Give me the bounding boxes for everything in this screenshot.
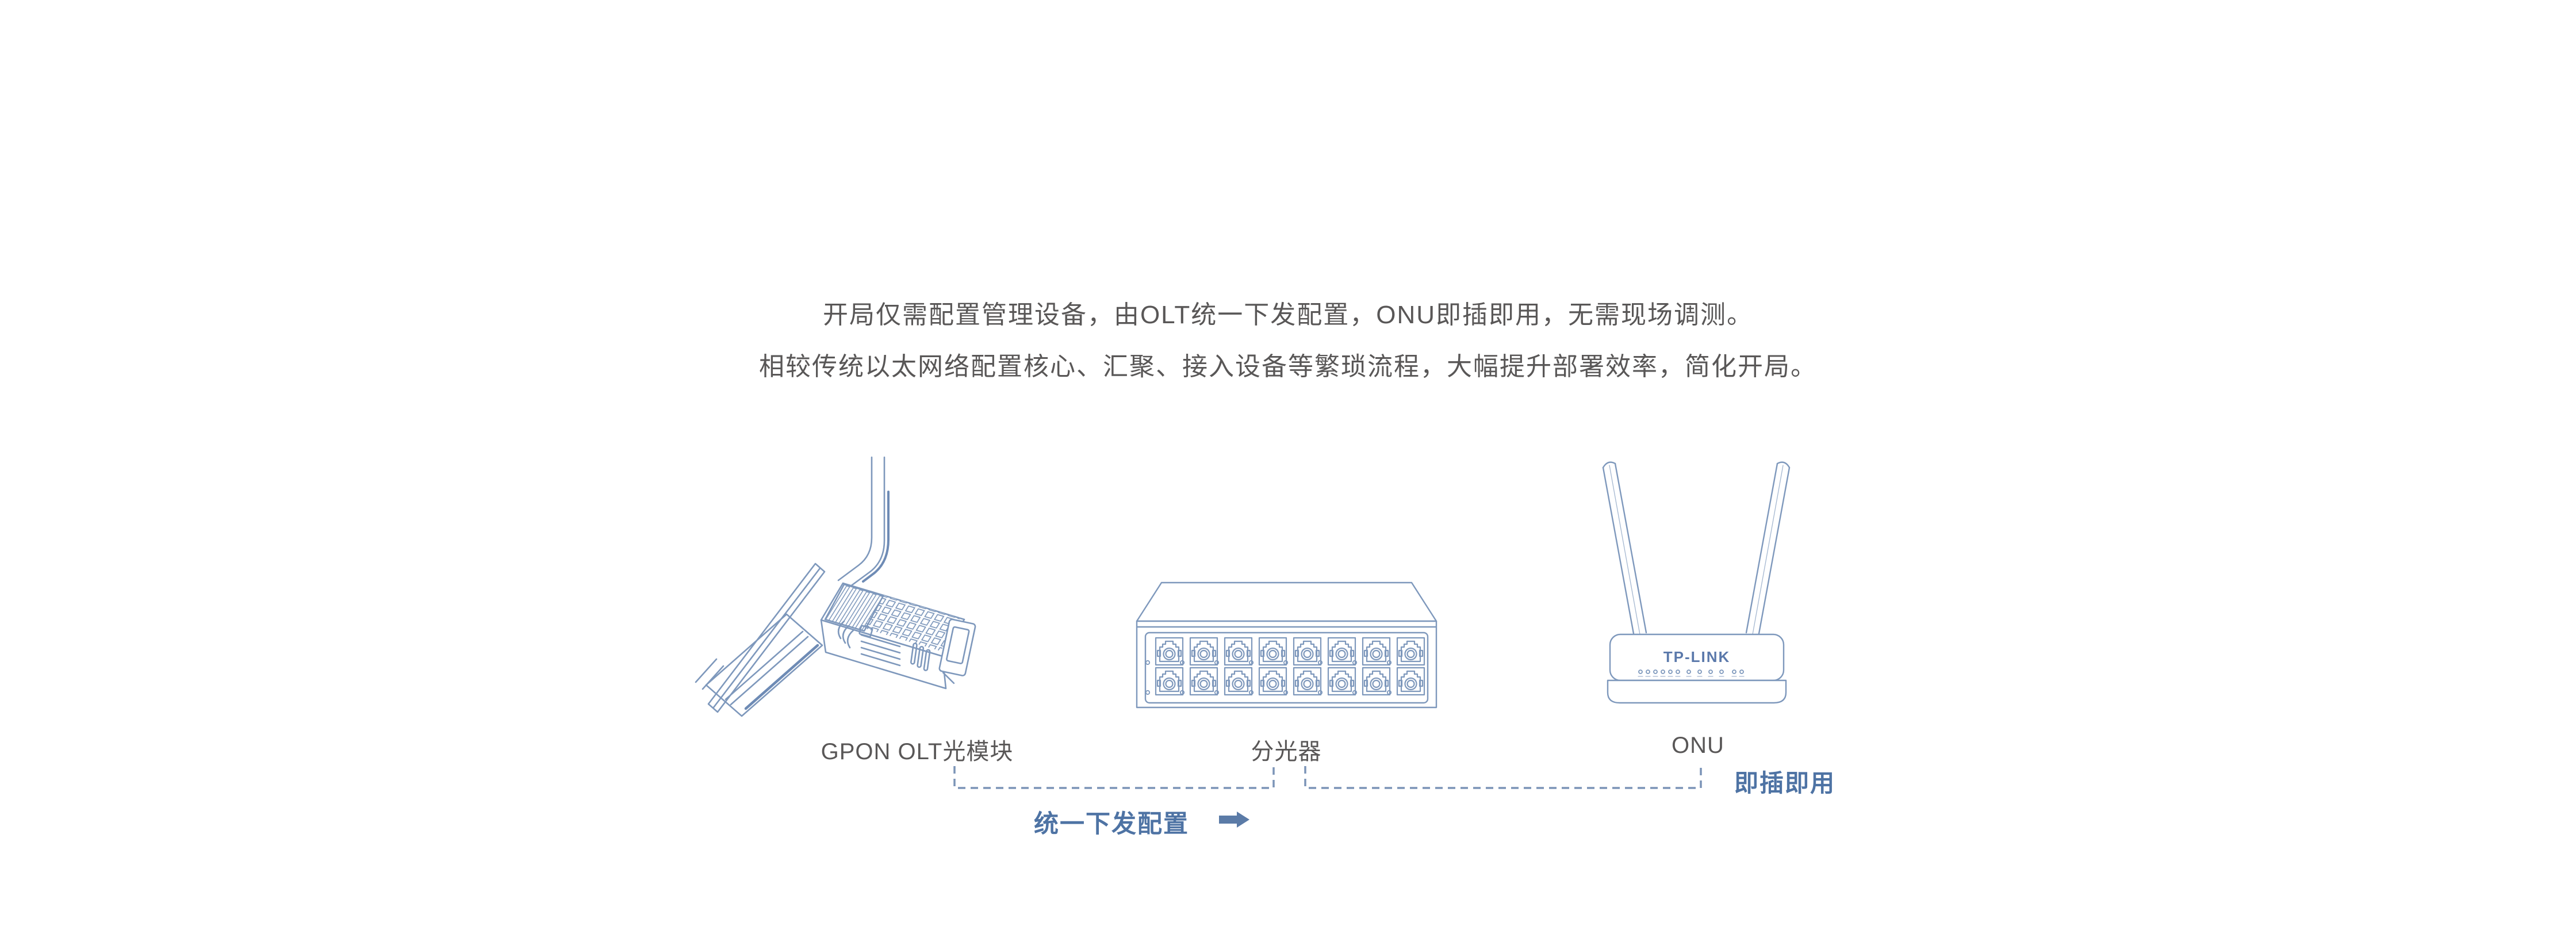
config-flow-connector [953, 766, 1702, 789]
onu-router-illustration: TP-LINK [1602, 461, 1791, 704]
intro-line-2: 相较传统以太网络配置核心、汇聚、接入设备等繁琐流程，大幅提升部署效率，简化开局。 [759, 353, 1817, 381]
unified-config-label: 统一下发配置 [1034, 810, 1189, 838]
onu-label: ONU [1672, 733, 1724, 758]
antenna-left [1602, 461, 1647, 638]
intro-line-1: 开局仅需配置管理设备，由OLT统一下发配置，ONU即插即用，无需现场调测。 [822, 301, 1754, 329]
optical-splitter-illustration [1136, 581, 1438, 709]
antenna-right [1745, 461, 1791, 638]
right-arrow-icon [1219, 812, 1249, 828]
plug-and-play-label: 即插即用 [1734, 770, 1836, 797]
led-row [1638, 669, 1745, 677]
onu-brand-logo: TP-LINK [1663, 648, 1731, 665]
olt-label: GPON OLT光模块 [821, 739, 1014, 764]
gpon-olt-module-illustration [695, 456, 976, 717]
splitter-label: 分光器 [1251, 739, 1322, 764]
intro-text: 开局仅需配置管理设备，由OLT统一下发配置，ONU即插即用，无需现场调测。 相较… [0, 289, 2576, 393]
